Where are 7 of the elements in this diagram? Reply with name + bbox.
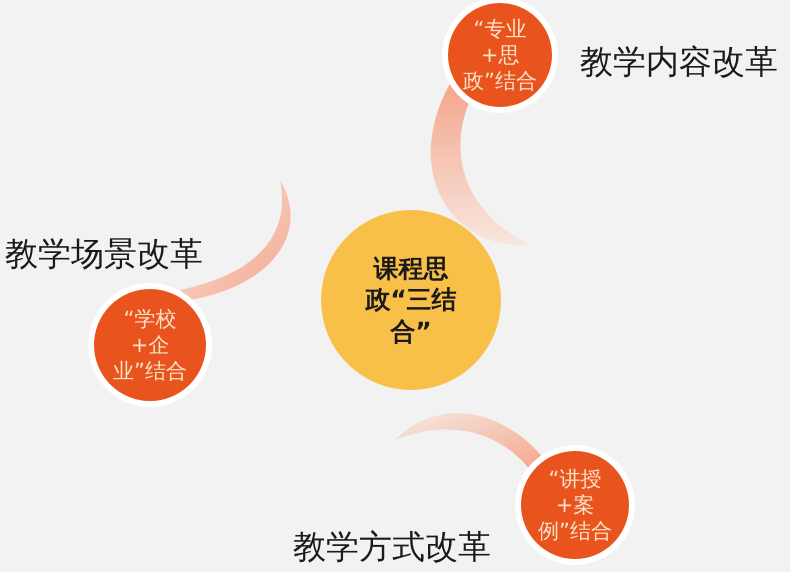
reform-label: 教学方式改革	[293, 526, 491, 568]
reform-label: 教学内容改革	[580, 41, 778, 83]
title-text: 课程思政“三结合”	[364, 253, 458, 347]
circle-text: “专业+思政”结合	[462, 16, 538, 94]
circle-text: “讲授+案例”结合	[537, 466, 613, 544]
circle-text: “学校+企业”结合	[112, 306, 188, 384]
reform-label: 教学场景改革	[5, 233, 203, 275]
